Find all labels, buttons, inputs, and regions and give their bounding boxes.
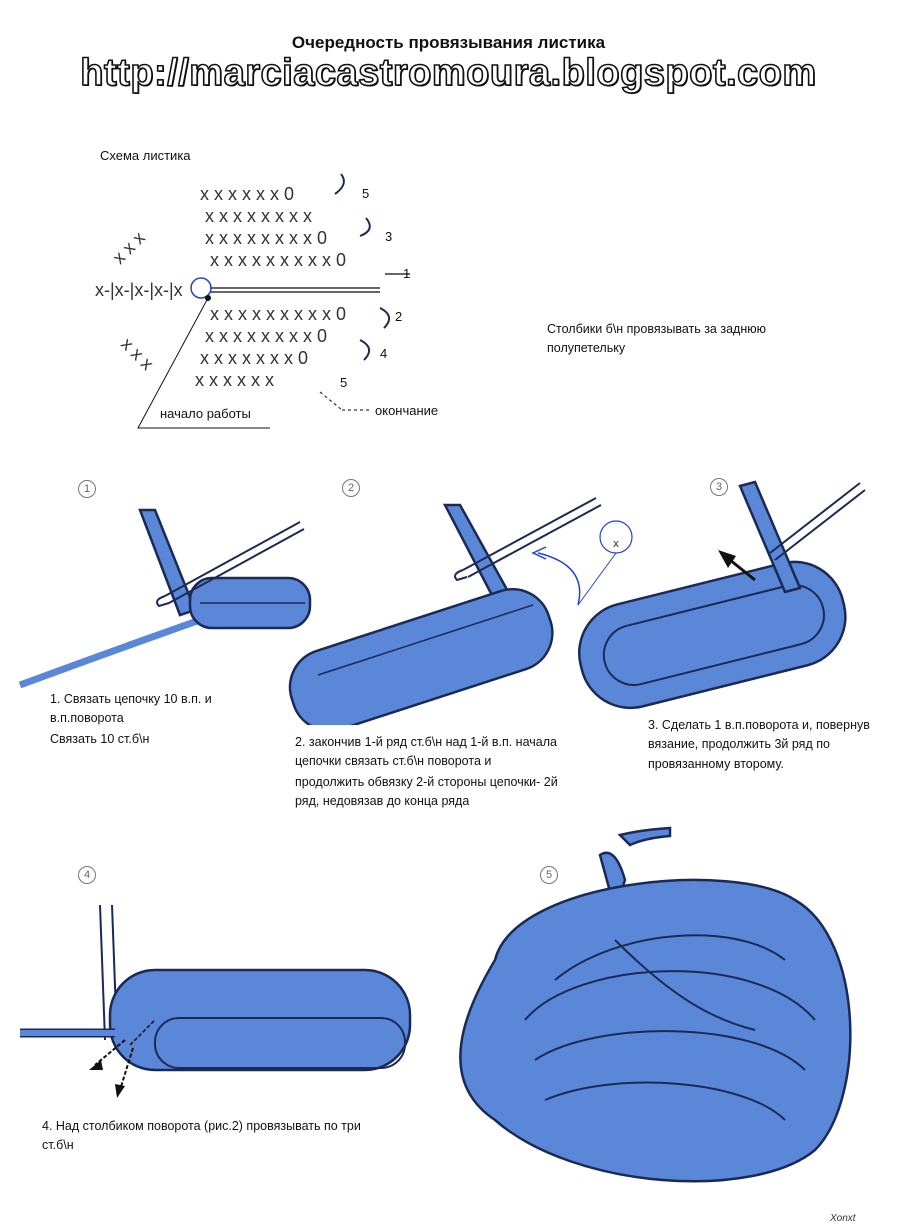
- svg-text:x x x: x x x: [117, 334, 157, 374]
- start-label: начало работы: [160, 406, 251, 421]
- row-label-3: 3: [385, 229, 393, 244]
- yarn-tail: [442, 503, 512, 603]
- signature: Xonxt: [830, 1213, 856, 1224]
- diagram2-mark: x: [613, 538, 619, 550]
- step2-caption-line2: продолжить обвязку 2-й стороны цепочки- …: [295, 775, 558, 809]
- turn-arrow-2: [379, 307, 391, 329]
- scheme-stitches-row2-bottom: x x x x x x x x x 0: [210, 304, 346, 324]
- scheme-title: Схема листика: [100, 148, 191, 163]
- step2-illustration: x: [288, 497, 633, 725]
- scheme-stitches-center: x-|x-|x-|x-|x: [95, 280, 183, 300]
- crochet-hook: [769, 482, 861, 554]
- crochet-hook: [99, 904, 106, 1041]
- step-number-2: 2: [342, 479, 360, 497]
- row-label-2: 2: [395, 309, 403, 324]
- stitch-row: [288, 587, 554, 725]
- crochet-hook: [164, 521, 301, 597]
- step1-caption-line2: Связать 10 ст.б\н: [50, 732, 150, 746]
- direction-arrow: [94, 1039, 126, 1066]
- scheme-stitches-row2-top: x x x x x x x x x 0: [210, 250, 346, 270]
- row-label-1: 1: [403, 266, 411, 281]
- scheme-stitches-row5-top: x x x x x x 0: [200, 184, 294, 204]
- step2-caption-line1: 2. закончив 1-й ряд ст.б\н над 1-й в.п. …: [295, 735, 557, 769]
- turn-arrow-4: [359, 339, 371, 361]
- step-number-1: 1: [78, 480, 96, 498]
- stitch-row: [577, 560, 847, 710]
- row-label-4: 4: [380, 346, 388, 361]
- step4-illustration: [20, 904, 412, 1098]
- step1-illustration: [18, 508, 312, 689]
- scheme-stitches-row3-bottom: x x x x x x x x 0: [205, 326, 327, 346]
- step-number-5: 5: [540, 866, 558, 884]
- step3-caption-line1: 3. Сделать 1 в.п.поворота и, повернув вя…: [648, 718, 870, 771]
- step5-illustration: [459, 826, 852, 1183]
- scheme-stitches-row4-bottom: x x x x x x x 0: [200, 348, 308, 368]
- row-label-5-bottom: 5: [340, 375, 348, 390]
- svg-text:x x x: x x x: [109, 228, 149, 268]
- watermark-url: http://marciacastromoura.blogspot.com: [79, 51, 817, 95]
- step4-caption-line1: 4. Над столбиком поворота (рис.2) провяз…: [42, 1119, 361, 1153]
- turn-arrow-3: [359, 217, 371, 237]
- turn-arrow-5-top: [334, 173, 345, 195]
- stitch-row: [108, 968, 412, 1072]
- yarn-tail: [138, 508, 197, 617]
- yarn-tail: [617, 826, 672, 847]
- start-circle-marker: [190, 277, 212, 299]
- direction-arrow: [729, 558, 756, 582]
- step1-caption-line1: 1. Связать цепочку 10 в.п. и в.п.поворот…: [50, 692, 212, 726]
- step-number-3: 3: [710, 478, 728, 496]
- yarn-tail: [738, 480, 802, 594]
- leaf-scheme-diagram: x x x x x x 0 x x x x x x x x x x x x x …: [95, 173, 410, 429]
- step-number-4: 4: [78, 866, 96, 884]
- scheme-stitches-row4-top: x x x x x x x x: [205, 206, 312, 226]
- page-title: Очередность провязывания листика: [291, 33, 606, 52]
- scheme-note: Столбики б\н провязывать за заднюю полуп…: [547, 322, 766, 356]
- row-label-5-top: 5: [362, 186, 370, 201]
- scheme-stitches-row3-top: x x x x x x x x 0: [205, 228, 327, 248]
- step3-illustration: [577, 480, 866, 710]
- end-label: окончание: [375, 403, 439, 418]
- direction-arrow: [537, 552, 581, 606]
- scheme-stitches-row5-bottom: x x x x x x: [195, 370, 274, 390]
- crochet-hook: [462, 497, 597, 571]
